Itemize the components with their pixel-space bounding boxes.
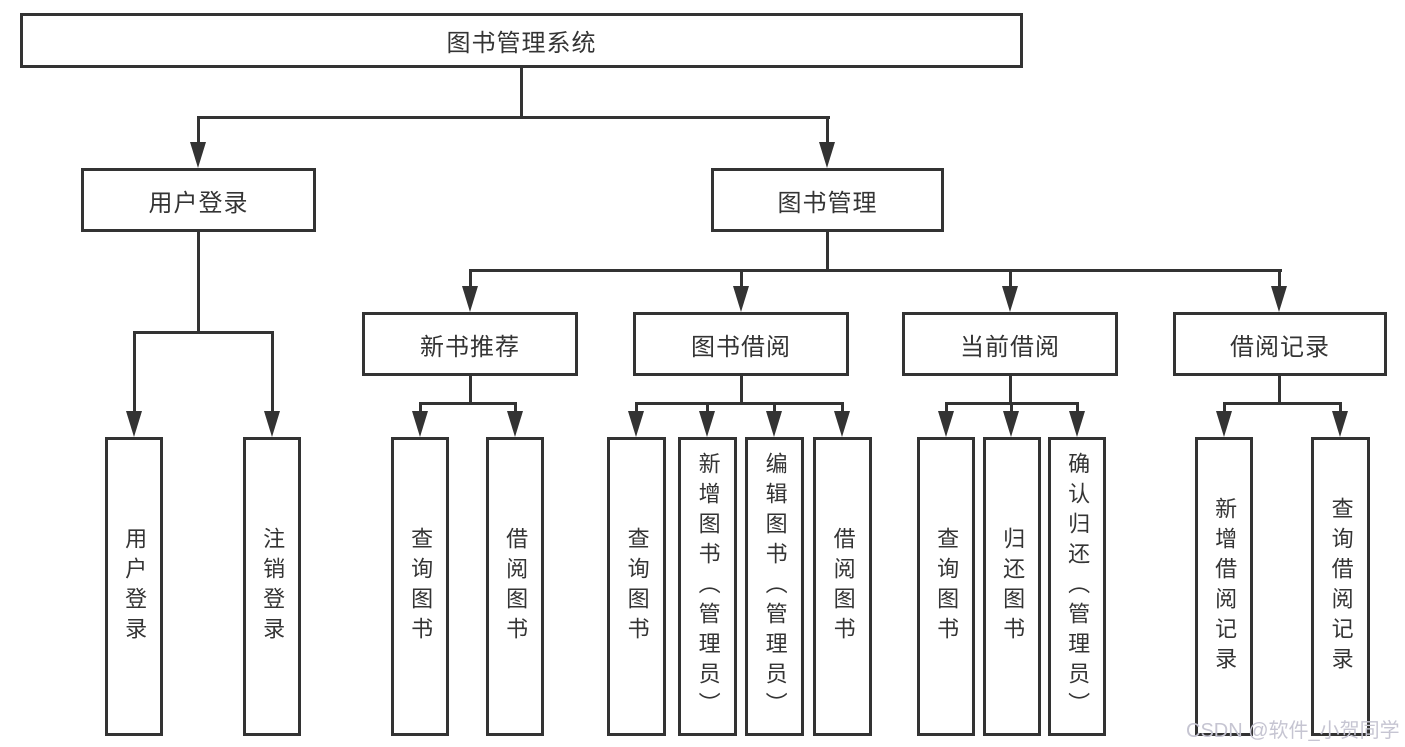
arrow-down-icon — [1332, 411, 1348, 437]
connector — [133, 331, 136, 411]
leaf-query-books-3: 查询图书 — [917, 437, 975, 736]
node-current-borrow-label: 当前借阅 — [960, 333, 1060, 361]
leaf-confirm-return: 确认归还（管理员） — [1048, 437, 1106, 736]
connector — [1010, 402, 1013, 413]
node-new-books-label: 新书推荐 — [420, 333, 520, 361]
node-book-mgmt: 图书管理 — [711, 168, 944, 232]
connector — [469, 376, 472, 403]
connector — [520, 68, 523, 119]
leaf-logout: 注销登录 — [243, 437, 301, 736]
arrow-down-icon — [733, 286, 749, 312]
leaf-label: 查询图书 — [624, 526, 650, 647]
leaf-label: 查询图书 — [934, 526, 960, 647]
connector — [514, 402, 517, 413]
csdn-watermark: CSDN @软件_小贺同学 — [1186, 720, 1400, 742]
leaf-label: 借阅图书 — [503, 526, 529, 647]
connector — [1076, 402, 1079, 413]
arrow-down-icon — [1271, 286, 1287, 312]
leaf-label: 借阅图书 — [830, 526, 856, 647]
connector — [826, 232, 829, 272]
leaf-label: 归还图书 — [1000, 526, 1026, 647]
node-user-login-label: 用户登录 — [148, 189, 249, 217]
connector — [197, 116, 830, 119]
connector — [1009, 269, 1012, 287]
leaf-label: 注销登录 — [260, 526, 286, 647]
leaf-query-borrow-record: 查询借阅记录 — [1311, 437, 1370, 736]
node-new-books: 新书推荐 — [362, 312, 578, 376]
node-root: 图书管理系统 — [20, 13, 1023, 68]
arrow-down-icon — [264, 411, 280, 437]
arrow-down-icon — [766, 411, 782, 437]
connector — [635, 402, 844, 405]
connector — [635, 402, 638, 413]
leaf-query-books-2: 查询图书 — [607, 437, 666, 736]
node-root-label: 图书管理系统 — [446, 30, 597, 57]
connector — [740, 269, 743, 287]
connector — [197, 116, 200, 144]
arrow-down-icon — [819, 142, 835, 168]
leaf-borrow-books-1: 借阅图书 — [486, 437, 544, 736]
leaf-label: 查询图书 — [408, 526, 434, 647]
leaf-query-books-1: 查询图书 — [391, 437, 449, 736]
arrow-down-icon — [938, 411, 954, 437]
leaf-label: 新增图书（管理员） — [695, 451, 721, 722]
leaf-label: 确认归还（管理员） — [1065, 451, 1091, 722]
connector — [706, 402, 709, 413]
leaf-add-borrow-record: 新增借阅记录 — [1195, 437, 1253, 736]
connector — [197, 232, 200, 334]
leaf-add-books: 新增图书（管理员） — [678, 437, 737, 736]
connector — [1278, 376, 1281, 403]
leaf-borrow-books-2: 借阅图书 — [813, 437, 872, 736]
arrow-down-icon — [1003, 411, 1019, 437]
leaf-return-books: 归还图书 — [983, 437, 1041, 736]
connector — [945, 402, 948, 413]
arrow-down-icon — [1216, 411, 1232, 437]
node-user-login: 用户登录 — [81, 168, 316, 232]
node-borrow-records-label: 借阅记录 — [1230, 333, 1330, 361]
connector — [419, 402, 517, 405]
node-book-borrow-label: 图书借阅 — [691, 333, 791, 361]
node-borrow-records: 借阅记录 — [1173, 312, 1387, 376]
connector — [826, 116, 829, 144]
arrow-down-icon — [126, 411, 142, 437]
arrow-down-icon — [412, 411, 428, 437]
connector — [133, 331, 274, 334]
leaf-label: 新增借阅记录 — [1212, 496, 1238, 677]
connector — [740, 376, 743, 403]
arrow-down-icon — [190, 142, 206, 168]
connector — [1223, 402, 1226, 413]
arrow-down-icon — [699, 411, 715, 437]
connector — [1009, 376, 1012, 403]
connector — [419, 402, 422, 413]
connector — [841, 402, 844, 413]
arrow-down-icon — [1069, 411, 1085, 437]
arrow-down-icon — [462, 286, 478, 312]
connector — [1223, 402, 1342, 405]
connector — [773, 402, 776, 413]
arrow-down-icon — [834, 411, 850, 437]
leaf-label: 编辑图书（管理员） — [762, 451, 788, 722]
connector — [469, 269, 472, 287]
node-book-mgmt-label: 图书管理 — [777, 189, 878, 217]
leaf-edit-books: 编辑图书（管理员） — [745, 437, 804, 736]
connector — [271, 331, 274, 411]
leaf-label: 查询借阅记录 — [1328, 496, 1354, 677]
node-book-borrow: 图书借阅 — [633, 312, 849, 376]
arrow-down-icon — [628, 411, 644, 437]
connector — [469, 269, 1282, 272]
leaf-user-login: 用户登录 — [105, 437, 163, 736]
connector — [1339, 402, 1342, 413]
leaf-label: 用户登录 — [122, 526, 148, 647]
connector — [1278, 269, 1281, 287]
arrow-down-icon — [507, 411, 523, 437]
arrow-down-icon — [1002, 286, 1018, 312]
node-current-borrow: 当前借阅 — [902, 312, 1118, 376]
